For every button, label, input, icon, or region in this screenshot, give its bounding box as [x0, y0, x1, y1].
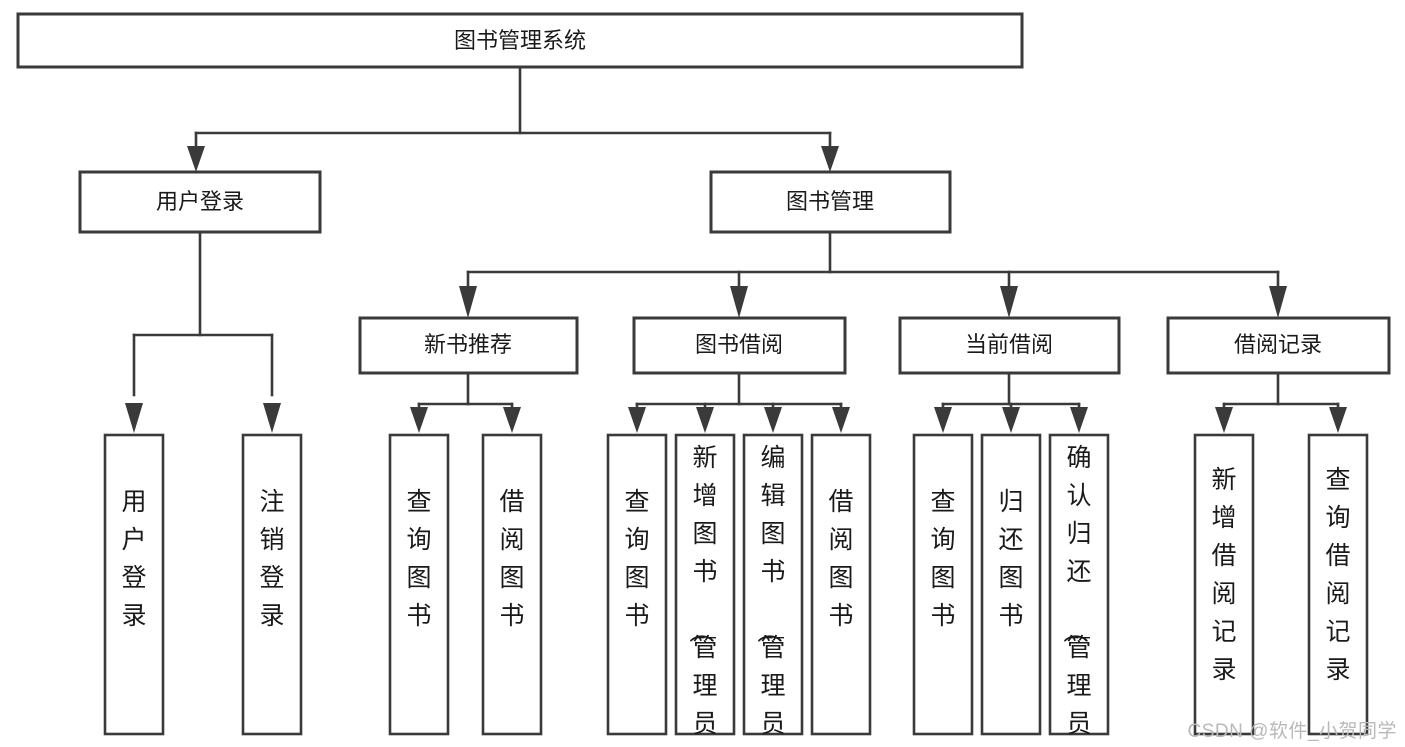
node-book-management-box[interactable] [709, 170, 952, 234]
node-leaf-add-book[interactable]: 新增图书（管理员） [674, 433, 736, 747]
node-user-login-label: 用户登录 [156, 189, 244, 214]
node-leaf-query-book-1[interactable]: 查询图书 [388, 433, 450, 736]
node-new-book-recommend[interactable]: 新书推荐 [358, 316, 579, 375]
node-leaf-add-record[interactable]: 新增借阅记录 [1193, 433, 1255, 736]
node-leaf-query-book-1-label: 查询图书 [406, 488, 431, 630]
node-root[interactable]: 图书管理系统 [16, 12, 1024, 69]
node-leaf-query-book-3-box[interactable] [912, 433, 974, 736]
node-leaf-query-record-box[interactable] [1307, 433, 1369, 736]
arrow-head-leaf-query-book-1 [410, 407, 428, 433]
node-book-borrow[interactable]: 图书借阅 [632, 316, 847, 375]
node-leaf-borrow-book-2-label: 借阅图书 [828, 488, 853, 630]
node-new-book-recommend-box[interactable] [358, 316, 579, 375]
node-root-box[interactable] [16, 12, 1024, 69]
node-leaf-query-book-1-box[interactable] [388, 433, 450, 736]
node-current-borrow-box[interactable] [898, 316, 1121, 375]
node-leaf-edit-book-box[interactable] [742, 433, 804, 736]
node-leaf-add-record-box[interactable] [1193, 433, 1255, 736]
node-leaf-query-book-2-box[interactable] [606, 433, 668, 736]
arrow-head-borrow-record [1269, 286, 1287, 318]
arrow-head-leaf-query-record [1329, 407, 1347, 433]
node-user-login-box[interactable] [78, 170, 322, 234]
node-leaf-query-record[interactable]: 查询借阅记录 [1307, 433, 1369, 736]
node-leaf-user-logout-label: 注销登录 [259, 488, 284, 630]
node-leaf-user-logout-box[interactable] [241, 433, 303, 736]
arrow-head-user-login [187, 146, 205, 172]
arrow-head-leaf-return-book [1002, 407, 1020, 433]
node-leaf-add-book-label: 新增图书（管理员） [686, 444, 717, 747]
edges-layer [125, 65, 1347, 433]
node-leaf-borrow-book-2-box[interactable] [810, 433, 872, 736]
arrow-head-leaf-borrow-book-2 [832, 407, 850, 433]
node-leaf-query-book-2-label: 查询图书 [624, 488, 649, 630]
arrow-head-leaf-confirm-return [1070, 407, 1088, 433]
node-book-borrow-label: 图书借阅 [695, 332, 783, 357]
node-leaf-return-book[interactable]: 归还图书 [980, 433, 1042, 736]
node-leaf-confirm-return[interactable]: 确认归还（管理员） [1048, 433, 1110, 747]
node-root-label: 图书管理系统 [454, 28, 586, 53]
node-borrow-record-label: 借阅记录 [1234, 332, 1322, 357]
node-leaf-query-record-label: 查询借阅记录 [1325, 466, 1350, 684]
arrow-head-book-management [821, 146, 839, 172]
node-leaf-borrow-book-1-box[interactable] [481, 433, 543, 736]
node-leaf-borrow-book-1-label: 借阅图书 [499, 488, 524, 630]
arrow-head-book-borrow [730, 286, 748, 318]
node-current-borrow-label: 当前借阅 [965, 332, 1053, 357]
node-leaf-borrow-book-1[interactable]: 借阅图书 [481, 433, 543, 736]
arrow-head-leaf-edit-book [764, 407, 782, 433]
node-book-borrow-box[interactable] [632, 316, 847, 375]
node-leaf-edit-book[interactable]: 编辑图书（管理员） [742, 433, 804, 747]
node-user-login[interactable]: 用户登录 [78, 170, 322, 234]
node-leaf-borrow-book-2[interactable]: 借阅图书 [810, 433, 872, 736]
arrow-head-current-borrow [1000, 286, 1018, 318]
node-leaf-query-book-3[interactable]: 查询图书 [912, 433, 974, 736]
arrow-head-leaf-user-login [125, 403, 143, 433]
node-book-management[interactable]: 图书管理 [709, 170, 952, 234]
node-leaf-confirm-return-box[interactable] [1048, 433, 1110, 736]
node-leaf-return-book-box[interactable] [980, 433, 1042, 736]
arrow-head-leaf-add-book [696, 407, 714, 433]
arrow-head-leaf-borrow-book-1 [503, 407, 521, 433]
node-leaf-return-book-label: 归还图书 [998, 488, 1023, 630]
arrow-head-leaf-query-book-3 [934, 407, 952, 433]
node-leaf-user-login-box[interactable] [103, 433, 165, 736]
node-leaf-edit-book-label: 编辑图书（管理员） [754, 444, 785, 747]
arrow-head-new-book-recommend [459, 286, 477, 318]
node-leaf-query-book-3-label: 查询图书 [930, 488, 955, 630]
arrow-head-leaf-user-logout [263, 403, 281, 433]
node-leaf-add-book-box[interactable] [674, 433, 736, 736]
node-leaf-confirm-return-label: 确认归还（管理员） [1060, 444, 1091, 747]
node-borrow-record[interactable]: 借阅记录 [1166, 316, 1391, 375]
node-current-borrow[interactable]: 当前借阅 [898, 316, 1121, 375]
node-leaf-add-record-label: 新增借阅记录 [1211, 466, 1236, 684]
node-new-book-recommend-label: 新书推荐 [424, 332, 512, 357]
node-leaf-user-login[interactable]: 用户登录 [103, 433, 165, 736]
arrow-head-leaf-query-book-2 [628, 407, 646, 433]
node-leaf-query-book-2[interactable]: 查询图书 [606, 433, 668, 736]
node-borrow-record-box[interactable] [1166, 316, 1391, 375]
node-leaf-user-login-label: 用户登录 [121, 488, 146, 630]
arrow-head-leaf-add-record [1215, 407, 1233, 433]
node-book-management-label: 图书管理 [786, 189, 874, 214]
node-leaf-user-logout[interactable]: 注销登录 [241, 433, 303, 736]
